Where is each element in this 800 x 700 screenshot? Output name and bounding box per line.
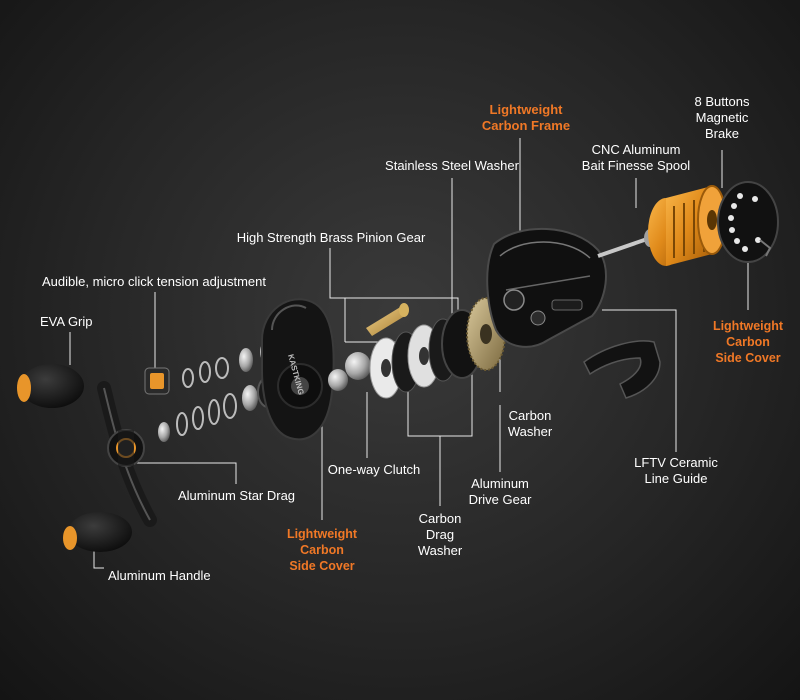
label-one-way-clutch: One-way Clutch xyxy=(327,462,421,477)
magnetic-brake-icon xyxy=(717,181,779,263)
label-star-drag: Aluminum Star Drag xyxy=(178,488,296,503)
label-stainless-washer: Stainless Steel Washer xyxy=(385,158,519,173)
tension-knob-icon xyxy=(144,367,170,395)
label-ceramic-guide: LFTV Ceramic Line Guide xyxy=(634,455,718,486)
label-drive-gear: Aluminum Drive Gear xyxy=(468,476,532,507)
leader-handle xyxy=(93,548,104,569)
leader-star-drag xyxy=(124,462,237,484)
side-plate-icon: KASTKING xyxy=(261,298,335,441)
line-guide-icon xyxy=(583,340,661,399)
one-way-clutch-icon xyxy=(328,352,371,391)
label-side-cover-left: Lightweight Carbon Side Cover xyxy=(286,527,358,573)
label-magnetic-brake: 8 Buttons Magnetic Brake xyxy=(694,94,750,141)
label-frame: Lightweight Carbon Frame xyxy=(481,102,571,133)
label-drag-washer: Carbon Drag Washer xyxy=(417,511,463,558)
label-pinion-gear: High Strength Brass Pinion Gear xyxy=(236,230,426,245)
leader-pinion-gear xyxy=(329,248,346,342)
pinion-gear-icon xyxy=(366,303,409,336)
leader-ceramic-guide xyxy=(602,309,677,452)
label-handle: Aluminum Handle xyxy=(108,568,211,583)
label-side-cover-right: Lightweight Carbon Side Cover xyxy=(712,319,784,365)
reel-handle-icon xyxy=(17,364,157,552)
star-drag-stack-icon xyxy=(158,376,279,442)
label-tension-adjust: Audible, micro click tension adjustment xyxy=(42,274,266,289)
spool-icon xyxy=(597,185,727,266)
reel-frame-icon xyxy=(486,227,607,348)
label-eva-grip: EVA Grip xyxy=(40,314,93,329)
label-spool: CNC Aluminum Bait Finesse Spool xyxy=(581,142,691,173)
label-carbon-washer: Carbon Washer xyxy=(507,408,553,439)
